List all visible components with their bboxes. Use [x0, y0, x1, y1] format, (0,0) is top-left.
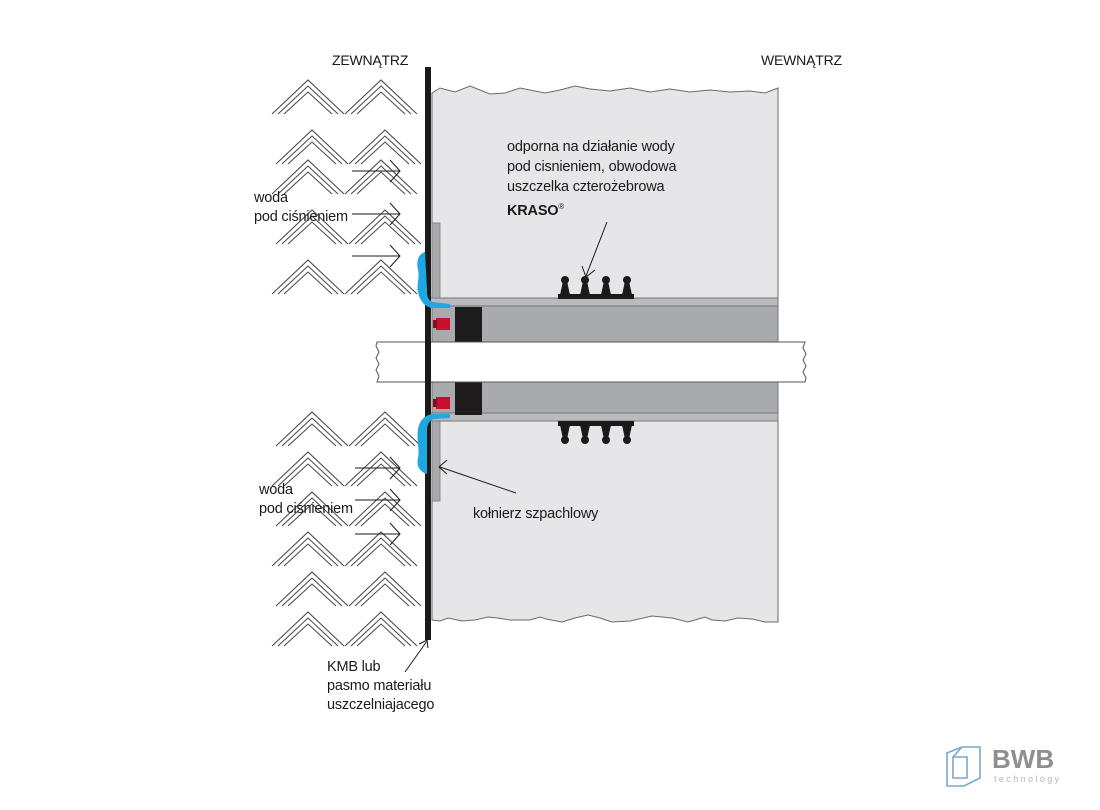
soil-chevron — [348, 129, 422, 165]
sealant-upper — [417, 252, 450, 308]
flange-upper — [431, 222, 441, 299]
soil-chevron — [275, 129, 349, 165]
seal-rib — [560, 281, 570, 295]
label-outside: ZEWNĄTRZ — [332, 52, 409, 68]
logo-tagline: technology — [994, 774, 1062, 784]
soil-chevron — [344, 531, 418, 567]
label-water-top-line1: woda — [254, 190, 288, 206]
seal-rib — [601, 425, 611, 439]
label-seal-description: odporna na działanie wody pod cisnieniem… — [507, 137, 677, 221]
label-water-top-line2: pod ciśnieniem — [254, 209, 348, 225]
soil-chevron — [344, 611, 418, 647]
concrete-wall-upper — [431, 85, 779, 299]
soil-chevron — [344, 451, 418, 487]
seal-rib-bulb — [623, 276, 631, 284]
water-arrows-top — [352, 159, 401, 268]
label-seal-line2: pod cisnieniem, obwodowa — [507, 159, 677, 175]
leader-kraso — [581, 221, 608, 278]
soil-chevron — [275, 411, 349, 447]
label-water-bottom: woda pod ciśnieniem — [259, 481, 353, 519]
soil-chevron — [271, 531, 345, 567]
seal-rib-bulb — [581, 436, 589, 444]
seal-rib-bulb — [602, 276, 610, 284]
soil-chevron — [348, 491, 422, 527]
pipe — [375, 341, 807, 383]
soil-chevron — [271, 79, 345, 115]
logo-name: BWB — [992, 744, 1055, 774]
flange-lower — [431, 420, 441, 502]
soil-chevron — [344, 159, 418, 195]
label-membrane-line2: pasmo materiału — [327, 678, 432, 694]
seal-rib — [580, 281, 590, 295]
label-water-bottom-line1: woda — [259, 482, 293, 498]
leader-flange — [438, 459, 517, 494]
label-inside: WEWNĄTRZ — [761, 52, 842, 68]
seal-rib-bulb — [561, 276, 569, 284]
seal-rib-bulb — [602, 436, 610, 444]
sleeve-lower-body — [431, 379, 779, 417]
soil-chevron — [344, 79, 418, 115]
registered-mark: ® — [558, 202, 565, 211]
soil-chevron — [348, 571, 422, 607]
sleeve-lower-plate — [429, 412, 779, 422]
label-seal-brand: KRASO — [507, 202, 559, 219]
label-membrane-line1: KMB lub — [327, 659, 381, 675]
soil-chevron — [271, 259, 345, 295]
label-seal-line3: uszczelka czterożebrowa — [507, 179, 665, 195]
bwb-logo: BWB technology — [944, 744, 1074, 794]
seal-rib — [601, 281, 611, 295]
soil-chevron — [348, 209, 422, 245]
soil-chevron — [271, 611, 345, 647]
seal-rib-bulb — [623, 436, 631, 444]
soil-chevron — [344, 259, 418, 295]
label-water-top: woda pod ciśnieniem — [254, 189, 348, 227]
seal-rib-bulb — [581, 276, 589, 284]
bolt-upper — [433, 318, 450, 330]
concrete-wall-lower — [431, 417, 779, 623]
label-membrane-line3: uszczelniajacego — [327, 697, 435, 713]
seal-rib — [580, 425, 590, 439]
compression-seal-upper — [455, 307, 482, 342]
water-arrows-bottom — [355, 456, 401, 546]
sleeve-upper-plate — [429, 297, 779, 307]
seal-rib — [622, 281, 632, 295]
leader-membrane — [404, 639, 429, 673]
soil-chevron — [348, 411, 422, 447]
label-seal-line1: odporna na działanie wody — [507, 139, 675, 155]
membrane-strip — [425, 67, 431, 640]
sleeve-upper-body — [431, 305, 779, 343]
kraso-seal-upper — [558, 276, 634, 299]
logo-icon — [946, 746, 981, 787]
seal-rib — [622, 425, 632, 439]
label-water-bottom-line2: pod ciśnieniem — [259, 501, 353, 517]
compression-seal-lower — [455, 380, 482, 415]
soil-chevron — [275, 571, 349, 607]
label-flange: kołnierz szpachlowy — [473, 506, 599, 522]
kraso-seal-lower — [558, 421, 634, 444]
label-membrane: KMB lub pasmo materiału uszczelniajacego — [327, 658, 434, 715]
bolt-lower — [433, 397, 450, 409]
seal-rib-bulb — [561, 436, 569, 444]
seal-rib — [560, 425, 570, 439]
sealant-lower — [417, 414, 450, 474]
